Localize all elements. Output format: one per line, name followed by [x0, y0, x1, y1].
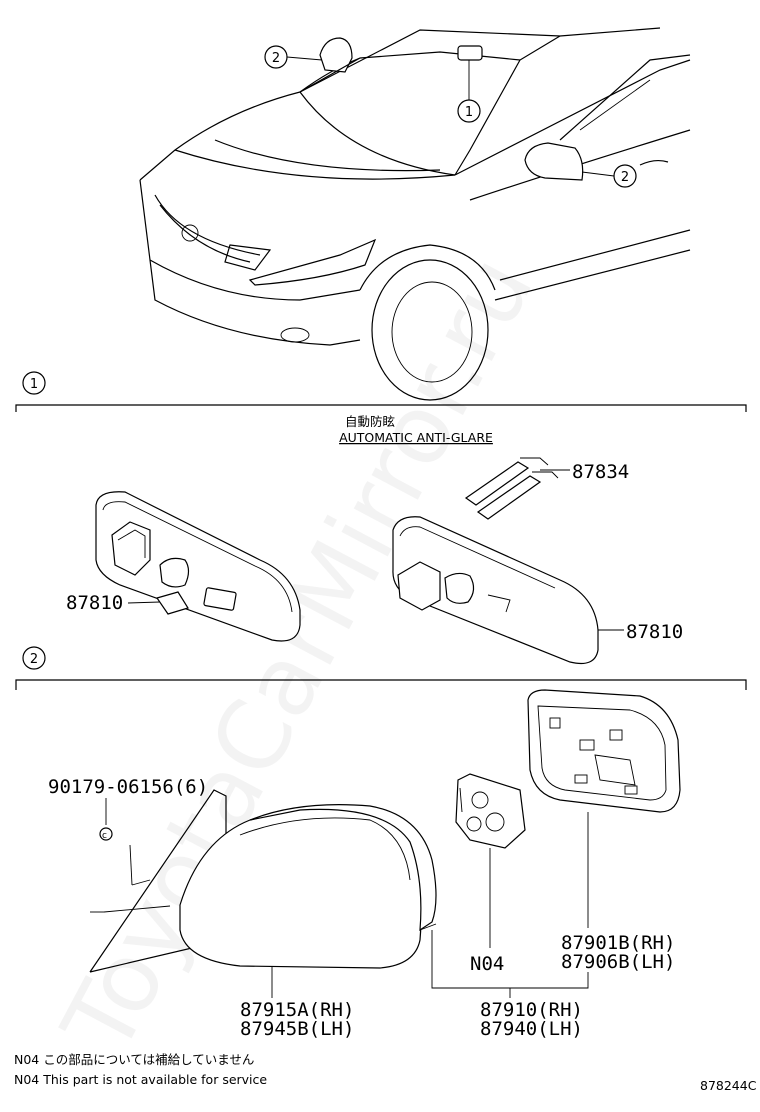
callout-2-side: 2 [621, 170, 629, 185]
part-87901b: 87901B(RH) [561, 932, 675, 954]
part-90179: 90179-06156(6) [48, 776, 208, 798]
part-n04: N04 [470, 953, 504, 975]
inner-mirror-right [392, 516, 599, 665]
diagram-code: 878244C [700, 1078, 757, 1093]
note-en: N04 This part is not available for servi… [14, 1072, 267, 1087]
mirror-glass [527, 689, 681, 813]
screw-icon [99, 827, 113, 841]
callout-2-top: 2 [272, 51, 280, 66]
section-1-label-jp: 自動防眩 [345, 414, 395, 429]
part-87810-right: 87810 [626, 621, 683, 643]
section-2-number: 2 [30, 652, 38, 667]
svg-text:c: c [102, 831, 107, 841]
note-jp: N04 この部品については補給していません [14, 1052, 254, 1067]
part-87915a: 87915A(RH) [240, 999, 354, 1021]
part-87940: 87940(LH) [480, 1018, 583, 1040]
section-1-number: 1 [30, 377, 38, 392]
section-2: 2 [15, 646, 747, 690]
part-87906b: 87906B(LH) [561, 951, 675, 973]
part-87834: 87834 [572, 461, 629, 483]
section-1-label-en: AUTOMATIC ANTI-GLARE [339, 430, 493, 445]
part-87945b: 87945B(LH) [240, 1018, 354, 1040]
callout-1-top: 1 [465, 105, 473, 120]
mirror-motor [455, 773, 526, 849]
car-callouts: 2 1 2 [264, 45, 637, 188]
car-illustration [139, 27, 691, 401]
mirror-base-bracket [89, 789, 227, 973]
clip-87834 [464, 457, 559, 520]
inner-mirror-left [95, 491, 301, 642]
part-87910: 87910(RH) [480, 999, 583, 1021]
section-1: 1 自動防眩 AUTOMATIC ANTI-GLARE [15, 371, 747, 445]
part-87810-left: 87810 [66, 592, 123, 614]
outer-mirror-cover [179, 804, 437, 969]
